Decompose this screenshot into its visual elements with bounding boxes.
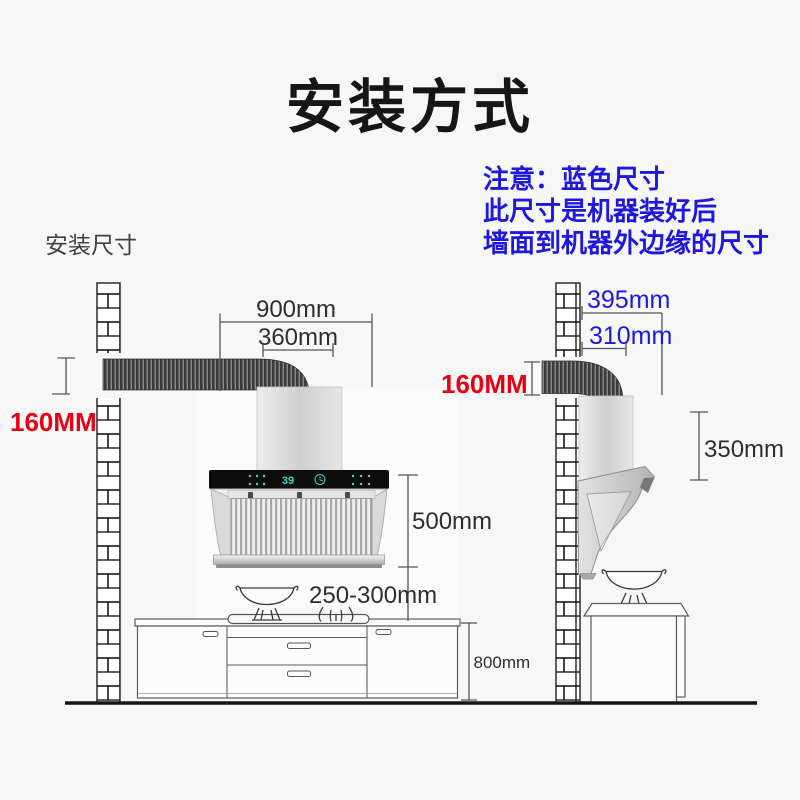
cabinet-handle: [375, 629, 392, 635]
dim-counter-height-800: 800mm: [461, 622, 531, 701]
right-wall: [555, 282, 581, 704]
side-cabinet: [582, 602, 690, 704]
gas-stove: [227, 613, 370, 625]
hook-icon: [297, 492, 302, 499]
chimney-front: [256, 386, 343, 473]
dim-label-395mm: 395mm: [587, 286, 670, 314]
hook-icon: [345, 492, 350, 499]
dim-label-350mm: 350mm: [704, 436, 784, 463]
range-hood-side: [577, 465, 656, 580]
dim-width-900: 900mm: [219, 296, 373, 391]
drawer-handle: [287, 642, 311, 649]
note-text: 注意：蓝色尺寸 此尺寸是机器装好后 墙面到机器外边缘的尺寸: [483, 163, 769, 259]
section-label: 安装尺寸: [45, 232, 137, 258]
cabinet-body: [136, 625, 459, 699]
hood-side-crease: [586, 491, 632, 553]
wok-icon-left: [235, 585, 299, 621]
countertop-side: [582, 602, 690, 617]
timer-icon: [314, 474, 326, 485]
kitchen-cabinet-front: [134, 613, 461, 699]
note-line: 此尺寸是机器装好后: [483, 196, 718, 226]
dim-duct-height-160-right: 160MM: [441, 361, 540, 399]
dim-label-160mm-right: 160MM: [441, 369, 528, 399]
hood-base: [213, 554, 385, 565]
dim-label-250-300mm: 250-300mm: [309, 582, 437, 609]
hood-bottom-tip: [579, 573, 597, 580]
cabinet-side-panel: [675, 615, 686, 698]
dim-hood-height-500: 500mm: [398, 474, 492, 621]
side-view-diagram: 395mm 310mm 160MM 350mm: [441, 282, 784, 704]
wok-icon-right: [601, 569, 667, 605]
hood-spout: [640, 477, 655, 493]
dim-label-900mm: 900mm: [256, 296, 336, 323]
dim-upper-height-350: 350mm: [690, 411, 784, 481]
dim-label-500mm: 500mm: [412, 508, 492, 535]
cabinet-body-side: [590, 615, 678, 704]
exhaust-duct-front: [102, 358, 310, 391]
front-view-diagram: 39: [10, 282, 531, 704]
hood-base-shadow: [216, 564, 382, 568]
control-panel: [209, 470, 389, 489]
dim-wall-to-outer-395: 395mm: [581, 286, 670, 395]
hook-icon: [248, 492, 253, 499]
burner-icon: [318, 606, 354, 622]
dim-label-800mm: 800mm: [474, 653, 531, 672]
chimney-side: [578, 395, 634, 482]
dim-label-310mm: 310mm: [589, 322, 672, 350]
range-hood-front: 39: [209, 470, 389, 568]
dim-duct-span-360: 360mm: [258, 324, 338, 357]
dim-label-160mm-left: 160MM: [10, 407, 97, 437]
hood-grille: [230, 498, 373, 556]
cabinet-handle: [202, 631, 219, 637]
note-line: 墙面到机器外边缘的尺寸: [483, 228, 770, 258]
dim-duct-height-160-left: 160MM: [10, 357, 97, 437]
note-line: 注意：蓝色尺寸: [483, 164, 666, 194]
hood-display: 39: [248, 474, 371, 487]
left-wall: [96, 282, 121, 704]
page-title: 安装方式: [285, 75, 535, 140]
display-value: 39: [282, 475, 294, 487]
dim-wall-to-inner-310: 310mm: [581, 322, 672, 356]
dim-label-360mm: 360mm: [258, 324, 338, 351]
drawer-handle: [287, 670, 311, 677]
